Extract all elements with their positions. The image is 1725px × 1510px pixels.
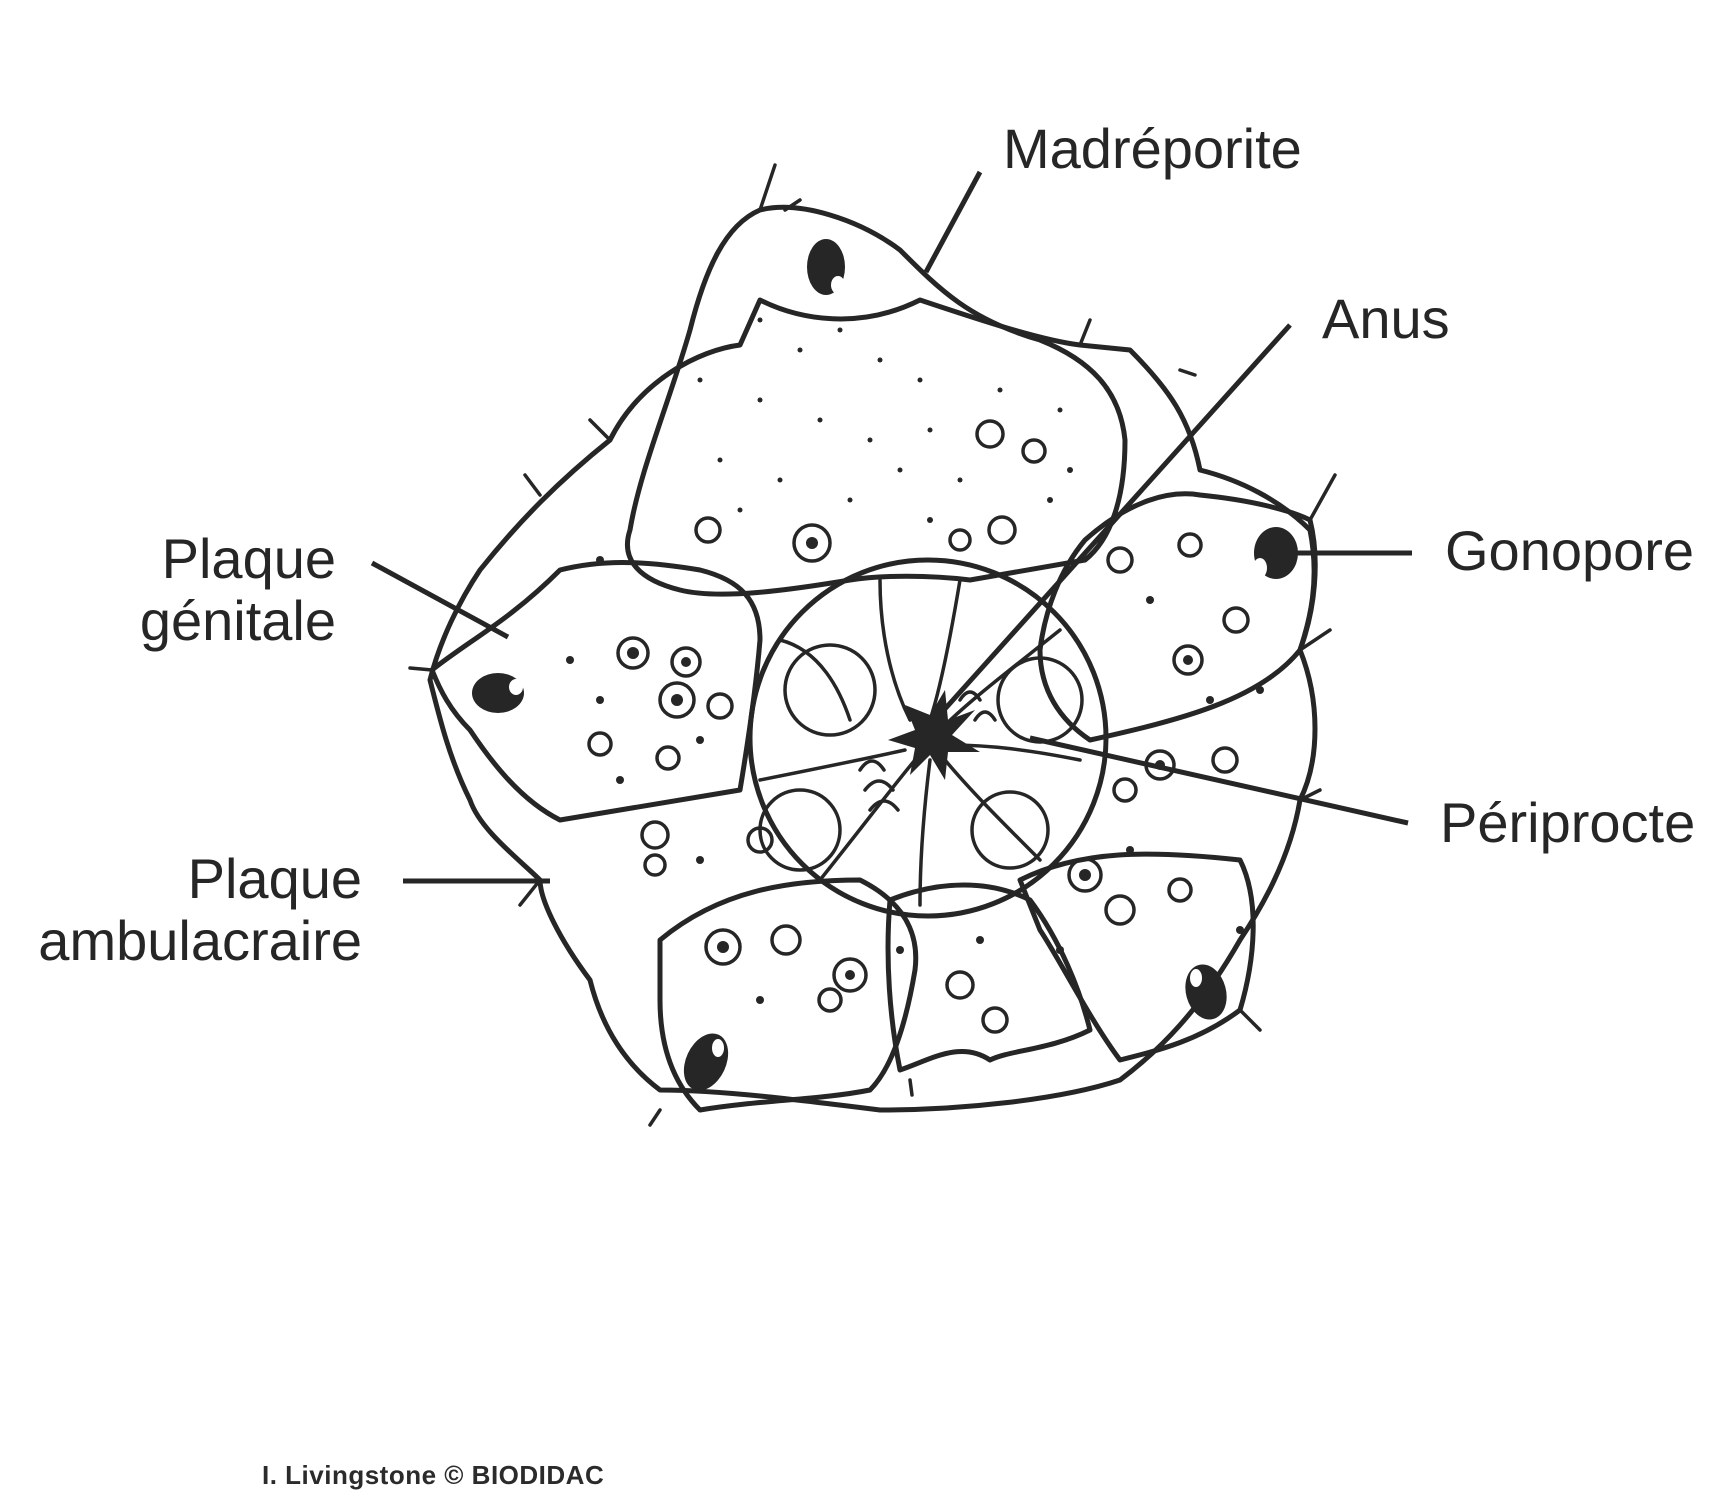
ambulacral-outer-rim <box>427 297 1318 1113</box>
label-plaque-genitale: Plaque génitale <box>100 528 336 652</box>
anus-opening <box>888 690 980 780</box>
label-plaque-genitale-line2: génitale <box>139 589 336 652</box>
label-madreporite: Madréporite <box>1003 117 1302 180</box>
granules <box>566 317 1264 1004</box>
ocular-plate-bottom <box>885 882 1093 1073</box>
leader-plaque-genitale <box>370 560 510 640</box>
genital-pore-bottom-right-highlight <box>1190 969 1202 987</box>
label-plaque-genitale-line1: Plaque <box>161 527 336 590</box>
label-anus: Anus <box>1322 287 1450 350</box>
genital-pore-left-highlight <box>509 679 523 695</box>
label-plaque-ambulacraire-line2: ambulacraire <box>38 909 362 972</box>
label-plaque-ambulacraire: Plaque ambulacraire <box>0 848 362 972</box>
madreporite-plate <box>624 204 1128 597</box>
genital-pore-bottom-left-highlight <box>712 1039 724 1057</box>
leader-madreporite <box>923 170 983 274</box>
credit-line: I. Livingstone © BIODIDAC <box>262 1460 605 1490</box>
periproct-ring <box>747 557 1109 919</box>
gonopore-highlight <box>1253 558 1267 578</box>
leader-periprocte <box>1029 735 1409 826</box>
genital-plate-bottom-right <box>1017 851 1256 1063</box>
madreporite-pore-highlight <box>831 276 845 294</box>
label-gonopore: Gonopore <box>1445 519 1695 582</box>
genital-plate-right <box>1037 491 1318 743</box>
label-plaque-ambulacraire-line1: Plaque <box>187 847 362 910</box>
rim-spines <box>408 163 1337 1127</box>
label-periprocte: Périprocte <box>1440 791 1696 854</box>
tubercles <box>587 419 1250 1034</box>
